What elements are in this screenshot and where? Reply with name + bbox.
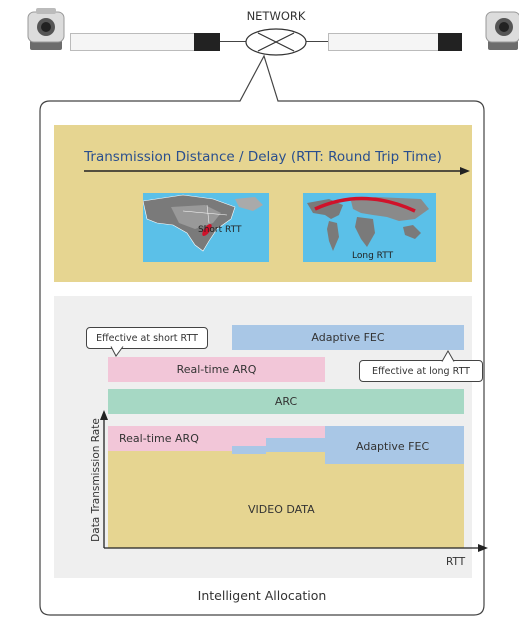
- bar-realtime-arq: Real-time ARQ: [108, 357, 325, 382]
- bar-adaptive-fec: Adaptive FEC: [232, 325, 464, 350]
- ptz-camera-left-icon: [27, 8, 65, 50]
- network-diagram: NETWORK: [0, 0, 519, 80]
- stack-video-data-label: VIDEO DATA: [248, 503, 315, 516]
- network-line-left: [220, 41, 246, 42]
- short-rtt-label: Short RTT: [198, 225, 242, 235]
- video-data-area: [108, 451, 464, 548]
- footer-title: Intelligent Allocation: [197, 588, 327, 603]
- long-rtt-map: [303, 193, 436, 262]
- network-label: NETWORK: [246, 9, 306, 23]
- network-line-right: [306, 41, 328, 42]
- x-axis-label: RTT: [446, 556, 466, 568]
- stack-realtime-arq-label: Real-time ARQ: [119, 432, 199, 445]
- stack-adaptive-fec-label: Adaptive FEC: [356, 440, 430, 453]
- callout-long-rtt: Effective at long RTT: [359, 360, 483, 382]
- distance-title: Transmission Distance / Delay (RTT: Roun…: [84, 149, 442, 165]
- callout-short-rtt-tail: [110, 346, 124, 357]
- encoder-unit-right-panel: [438, 33, 462, 51]
- x-axis-arrowhead: [478, 544, 488, 552]
- ptz-camera-right-icon: [485, 11, 519, 50]
- bar-arc: ARC: [108, 389, 464, 414]
- y-axis-arrowhead: [100, 410, 108, 420]
- y-axis-label: Data Transmission Rate: [90, 418, 102, 542]
- distance-arrow: [84, 167, 470, 175]
- network-router-icon: [245, 28, 307, 56]
- stack-realtime-arq-area: [108, 426, 325, 451]
- callout-long-rtt-tail: [441, 350, 455, 362]
- short-rtt-map: [143, 193, 269, 262]
- stack-adaptive-fec-area: [232, 426, 464, 464]
- encoder-unit-left-panel: [194, 33, 220, 51]
- long-rtt-label: Long RTT: [352, 251, 394, 261]
- callout-short-rtt: Effective at short RTT: [86, 327, 208, 349]
